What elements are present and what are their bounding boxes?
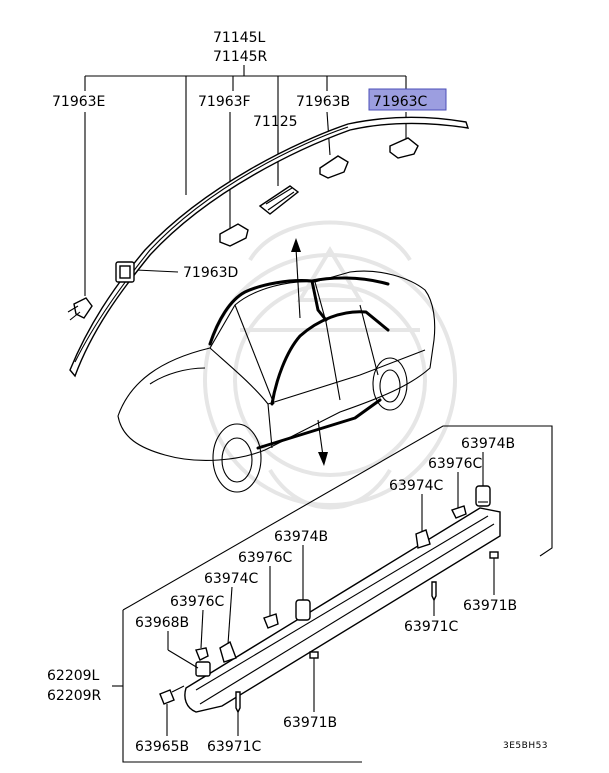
label-71145R[interactable]: 71145R — [213, 49, 268, 65]
label-63974B-upper[interactable]: 63974B — [461, 436, 515, 452]
roof-drip-molding[interactable] — [69, 116, 470, 378]
clip-63974B-upper[interactable] — [475, 485, 491, 507]
clip-71963B[interactable] — [319, 155, 349, 179]
label-63974C-lower[interactable]: 63974C — [204, 571, 259, 587]
car-outline — [117, 270, 436, 493]
top-label-tree: 71145L 71145R — [84, 30, 407, 195]
label-63974B-lower[interactable]: 63974B — [274, 529, 328, 545]
clip-63976C-upper[interactable] — [451, 505, 467, 519]
label-63968B[interactable]: 63968B — [135, 615, 189, 631]
car-sill-molding — [256, 398, 382, 450]
watermark-emblem — [203, 220, 457, 510]
screw-63971C-bottom[interactable] — [235, 691, 241, 714]
clip-71963D[interactable] — [115, 261, 135, 283]
arrow-up — [291, 238, 301, 319]
screw-63971C-right[interactable] — [431, 581, 437, 602]
lower-leader-lines — [166, 452, 495, 736]
clip-63974C-lower[interactable] — [219, 640, 237, 663]
label-71125[interactable]: 71125 — [253, 114, 298, 130]
label-71963F[interactable]: 71963F — [198, 94, 251, 110]
label-63976C-lower[interactable]: 63976C — [238, 550, 293, 566]
highlight-71963C — [368, 88, 447, 111]
screw-63971B-bottom[interactable] — [309, 651, 319, 672]
lower-box — [112, 425, 553, 763]
clip-63968B[interactable] — [195, 661, 211, 677]
clip-71963E[interactable] — [67, 297, 93, 321]
spacer-71125[interactable] — [258, 185, 300, 215]
label-63976C-bottom[interactable]: 63976C — [170, 594, 225, 610]
clip-63976C-lower[interactable] — [263, 613, 279, 629]
clip-63976C-bottom[interactable] — [195, 647, 209, 661]
label-62209R[interactable]: 62209R — [47, 688, 102, 704]
clip-63974B-lower[interactable] — [295, 599, 311, 621]
screw-63971B-right[interactable] — [489, 551, 499, 570]
label-63971C-bottom[interactable]: 63971C — [207, 739, 262, 755]
screw-63965B[interactable] — [159, 685, 185, 705]
label-63976C-upper[interactable]: 63976C — [428, 456, 483, 472]
label-62209L[interactable]: 62209L — [47, 668, 100, 684]
side-sill-molding[interactable] — [184, 507, 501, 713]
clip-63974C-upper[interactable] — [415, 529, 431, 549]
label-63974C-upper[interactable]: 63974C — [389, 478, 444, 494]
drawing-code: 3E5BH53 — [503, 741, 548, 751]
label-63965B[interactable]: 63965B — [135, 739, 189, 755]
label-63971B-bottom[interactable]: 63971B — [283, 715, 337, 731]
car-roof-molding — [208, 276, 390, 406]
clip-71963C[interactable] — [389, 137, 419, 159]
label-71963E[interactable]: 71963E — [52, 94, 105, 110]
label-71963C[interactable]: 71963C — [373, 94, 428, 110]
label-71963D[interactable]: 71963D — [183, 265, 238, 281]
label-63971C-right[interactable]: 63971C — [404, 619, 459, 635]
label-71145L[interactable]: 71145L — [213, 30, 266, 46]
arrow-down — [317, 419, 328, 466]
clip-71963F[interactable] — [219, 223, 249, 247]
label-63971B-right[interactable]: 63971B — [463, 598, 517, 614]
label-71963B[interactable]: 71963B — [296, 94, 350, 110]
